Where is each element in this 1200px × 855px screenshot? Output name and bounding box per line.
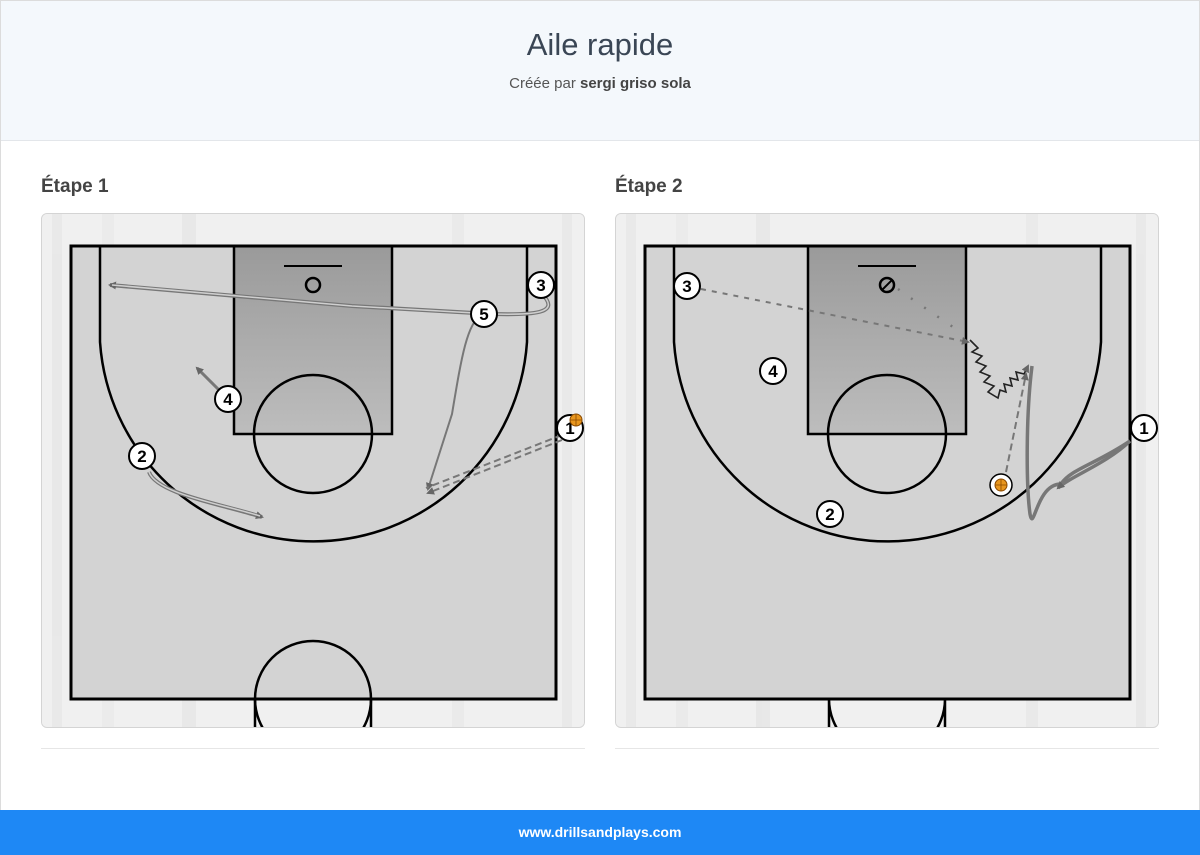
- pass-line-1: [425, 434, 563, 489]
- svg-text:1: 1: [565, 419, 574, 438]
- court-boundary: [69, 244, 558, 701]
- three-point-line: [672, 246, 1103, 543]
- svg-text:4: 4: [223, 390, 233, 409]
- svg-text:1: 1: [1139, 419, 1148, 438]
- created-by-label: Créée par: [509, 75, 576, 92]
- player-1: 1: [1130, 414, 1158, 442]
- svg-text:3: 3: [536, 276, 545, 295]
- pass-line: [1005, 372, 1029, 473]
- step-1: Étape 1: [41, 176, 585, 749]
- player-4: 4: [214, 385, 242, 413]
- svg-text:2: 2: [137, 447, 146, 466]
- court-boundary: [643, 244, 1132, 701]
- player-3: 3: [673, 272, 701, 300]
- hoop: [304, 276, 322, 294]
- ball-icon: [989, 473, 1013, 497]
- step-1-court: 3 5 4 2 1: [41, 213, 585, 728]
- player-5: 5: [470, 300, 498, 328]
- step-1-title: Étape 1: [41, 176, 109, 197]
- step-2-court: 3 4 2 1: [615, 213, 1159, 728]
- step-2-divider: [615, 748, 1159, 749]
- free-throw-circle: [826, 373, 948, 495]
- step-2-diagram: 3 4 2 1: [616, 214, 1158, 727]
- author-line: Créée par sergi griso sola: [1, 75, 1199, 92]
- free-throw-circle: [252, 373, 374, 495]
- step-1-diagram: 3 5 4 2 1: [42, 214, 584, 727]
- step-2: Étape 2: [615, 176, 1159, 749]
- paint-area: [806, 244, 968, 436]
- player-2: 2: [128, 442, 156, 470]
- dribble-path: [969, 339, 1029, 400]
- author-name: sergi griso sola: [580, 75, 691, 92]
- three-point-line: [98, 246, 529, 543]
- step-1-divider: [41, 748, 585, 749]
- page-header: Aile rapide Créée par sergi griso sola: [1, 1, 1199, 141]
- svg-text:5: 5: [479, 305, 488, 324]
- site-footer: www.drillsandplays.com: [0, 810, 1200, 855]
- hoop: [878, 276, 896, 294]
- screen-path-3: [700, 288, 970, 345]
- step-2-title: Étape 2: [615, 176, 683, 197]
- center-circle: [827, 698, 947, 727]
- svg-text:4: 4: [768, 362, 778, 381]
- svg-text:2: 2: [825, 505, 834, 524]
- paint-area: [232, 244, 394, 436]
- ball-icon: [569, 413, 583, 427]
- player-3: 3: [527, 271, 555, 299]
- player-2: 2: [816, 500, 844, 528]
- move-path-4: [195, 366, 222, 393]
- page-title: Aile rapide: [526, 27, 674, 62]
- svg-text:3: 3: [682, 277, 691, 296]
- player-4: 4: [759, 357, 787, 385]
- footer-site-link[interactable]: www.drillsandplays.com: [518, 824, 682, 840]
